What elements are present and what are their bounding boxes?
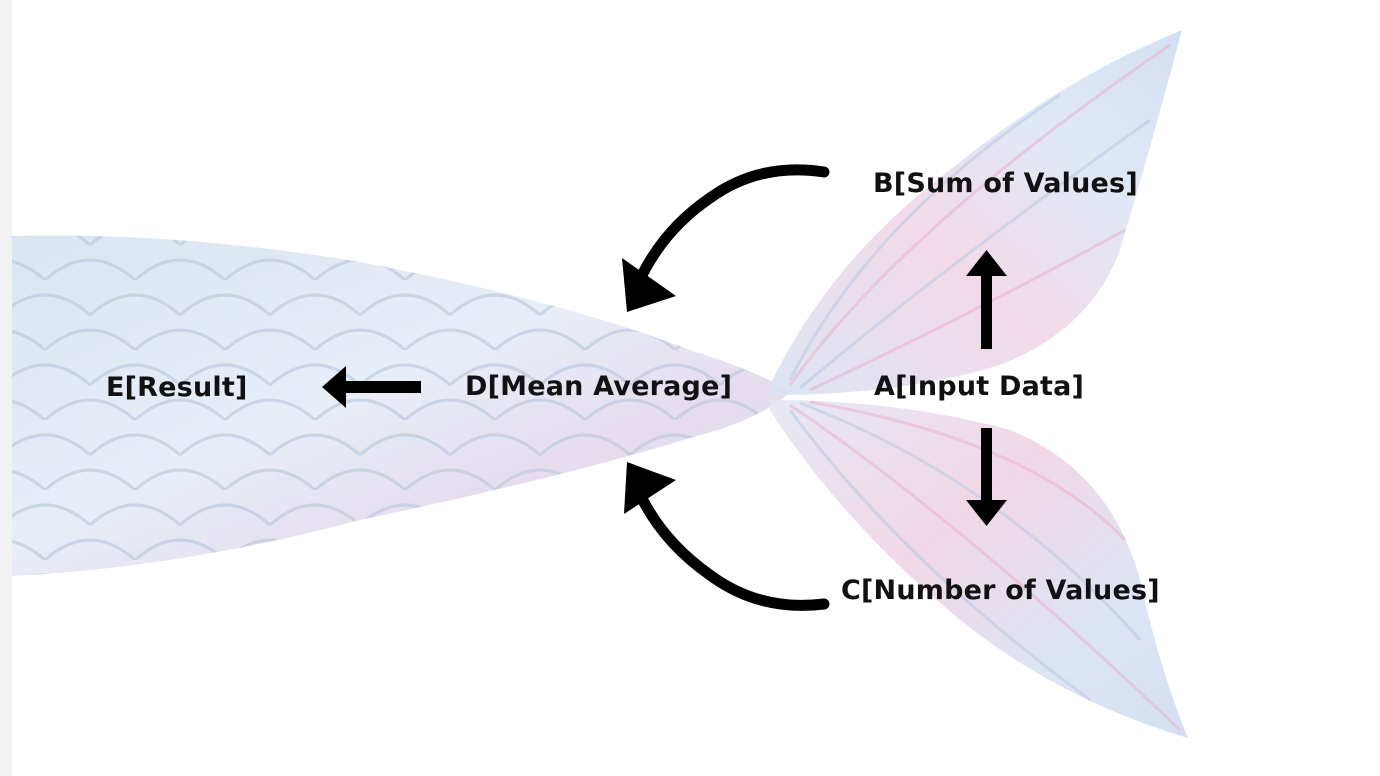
arrow-b-to-d	[622, 164, 830, 312]
tail-fin-bottom	[770, 400, 1188, 738]
tail-fin-top	[770, 30, 1182, 395]
arrow-d-to-e	[322, 366, 421, 408]
tail-scales	[12, 235, 790, 576]
edges	[322, 164, 1007, 611]
arrow-c-to-d	[624, 462, 830, 611]
node-e-result: E[Result]	[106, 372, 248, 403]
left-margin-strip	[0, 0, 12, 776]
node-d-mean-average: D[Mean Average]	[465, 371, 733, 402]
tail-fin-top-ribs	[788, 43, 1171, 392]
arrow-a-to-b	[966, 250, 1007, 349]
arrow-a-to-c	[966, 428, 1007, 526]
node-b-sum-of-values: B[Sum of Values]	[873, 168, 1138, 199]
node-a-input-data: A[Input Data]	[874, 371, 1085, 402]
node-c-number-of-values: C[Number of Values]	[841, 575, 1160, 606]
